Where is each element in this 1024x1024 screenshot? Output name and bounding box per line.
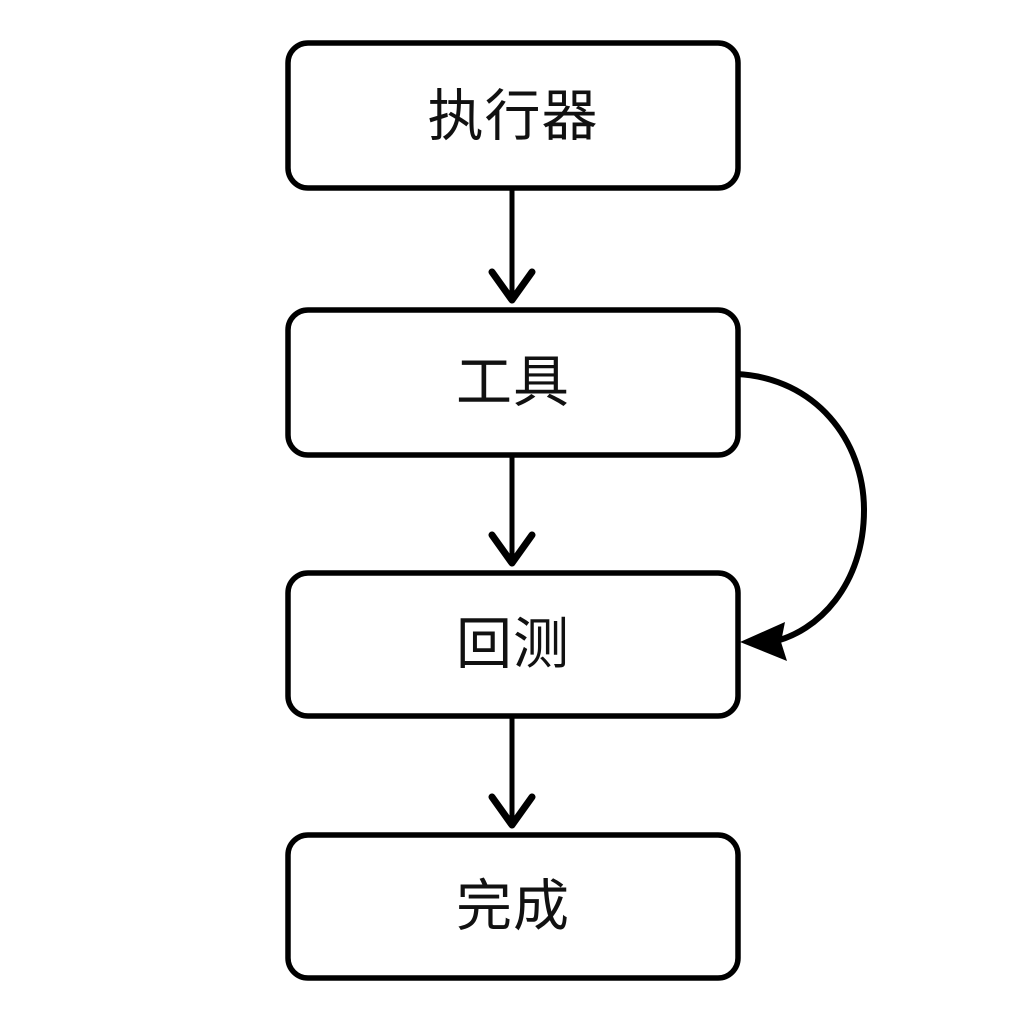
node-done[interactable]: 完成 bbox=[285, 832, 741, 981]
node-backtest[interactable]: 回测 bbox=[285, 570, 741, 719]
arrowhead-open-icon bbox=[488, 793, 536, 829]
node-executor[interactable]: 执行器 bbox=[285, 40, 741, 191]
node-tool[interactable]: 工具 bbox=[285, 307, 741, 458]
node-label: 回测 bbox=[456, 613, 570, 678]
edge-executor-to-tool bbox=[488, 189, 536, 304]
node-label: 完成 bbox=[456, 875, 570, 940]
arrowhead-open-icon bbox=[488, 531, 536, 567]
node-shape[interactable] bbox=[285, 570, 741, 719]
node-label: 执行器 bbox=[428, 85, 599, 150]
node-shape[interactable] bbox=[285, 40, 741, 191]
node-shape[interactable] bbox=[285, 307, 741, 458]
node-label: 工具 bbox=[456, 351, 570, 416]
edge-tool-to-backtest bbox=[488, 456, 536, 567]
edge-backtest-to-done bbox=[488, 717, 536, 829]
edge-tool-to-backtest-loop bbox=[734, 371, 868, 661]
arrowhead-open-icon bbox=[488, 268, 536, 304]
node-shape[interactable] bbox=[285, 832, 741, 981]
edge-curve-path bbox=[734, 371, 868, 645]
arrowhead-solid-icon bbox=[740, 622, 787, 661]
